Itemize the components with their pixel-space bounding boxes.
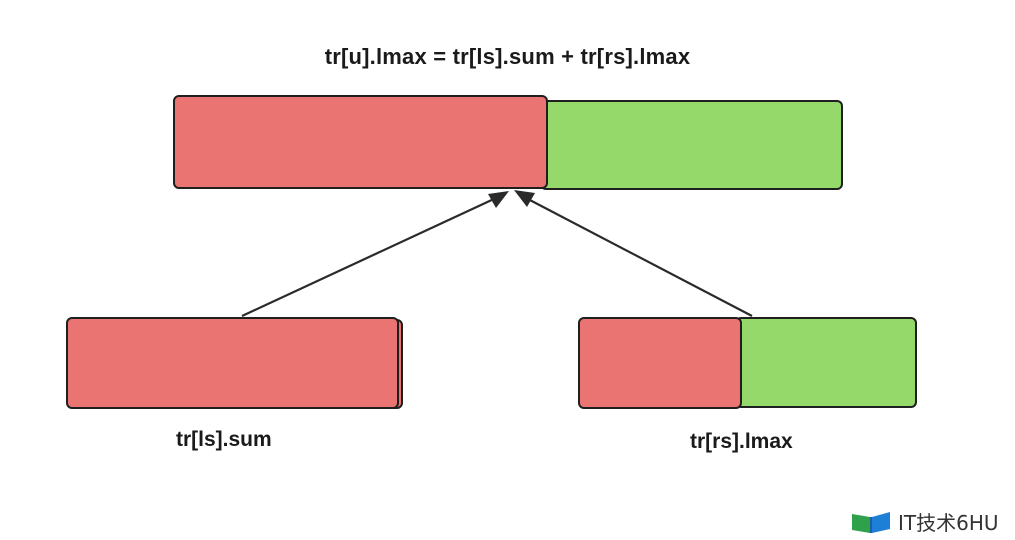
formula-title: tr[u].lmax = tr[ls].sum + tr[rs].lmax xyxy=(324,44,691,69)
right-child-label: tr[rs].lmax xyxy=(690,430,793,453)
arrow-right-to-parent-line xyxy=(525,197,753,317)
watermark-text: IT技术6HU xyxy=(898,510,999,535)
arrow-left-to-parent-head xyxy=(488,191,509,208)
parent-node-green-segment xyxy=(540,100,843,190)
left-child-label: tr[ls].sum xyxy=(176,428,272,451)
left-child-node-red-segment xyxy=(66,317,399,409)
right-child-node-green-segment xyxy=(735,317,917,408)
arrow-right-to-parent-head xyxy=(514,190,535,207)
right-child-node-red-segment xyxy=(578,317,742,409)
parent-node-red-segment xyxy=(173,95,548,189)
book-logo-icon xyxy=(852,512,890,533)
watermark: IT技术6HU xyxy=(850,506,999,536)
arrow-left-to-parent-line xyxy=(241,197,497,317)
